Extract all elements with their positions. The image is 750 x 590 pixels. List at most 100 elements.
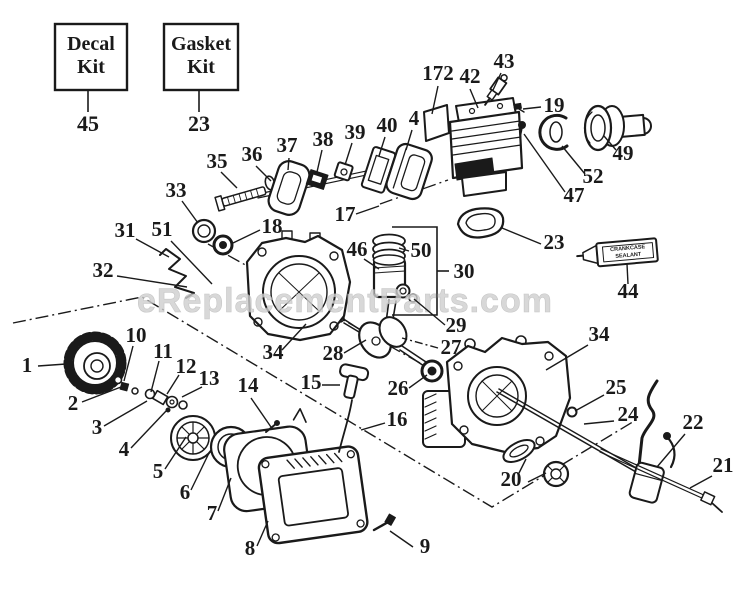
flywheel: [63, 331, 127, 395]
leader-line-3: [103, 400, 148, 427]
leader-line-4: [130, 409, 168, 449]
leader-line-5: [164, 436, 187, 470]
seal-grommet: [212, 234, 234, 256]
part-label-30: 30: [454, 259, 475, 283]
part-label-2: 2: [68, 391, 79, 415]
part-label-16: 16: [387, 407, 408, 431]
part-label-29: 29: [446, 313, 467, 337]
leader-line-19: [522, 106, 542, 110]
leader-line-18: [232, 229, 261, 244]
part-label-6: 6: [180, 480, 191, 504]
leader-line-50: [398, 247, 410, 252]
cylinder-axis-line: [379, 179, 449, 205]
leader-line-38: [316, 149, 323, 173]
part-label-39: 39: [345, 120, 366, 144]
spark-plug: [484, 74, 508, 106]
part-label-31: 31: [115, 218, 136, 242]
leader-line-32: [116, 275, 188, 288]
oiler-cap: [542, 460, 570, 488]
retaining-ring: [538, 113, 569, 151]
decal-kit-box: [53, 22, 129, 92]
leader-line-37: [287, 157, 290, 171]
leader-line-29: [413, 298, 446, 326]
construction-lines: [12, 179, 637, 508]
leader-line-20: [527, 472, 547, 483]
part-label-38: 38: [313, 127, 334, 151]
shroud-gasket-zigzag: [159, 248, 195, 299]
shaft-clip: [305, 169, 329, 190]
part-label-46: 46: [347, 237, 368, 261]
leader-line-34: [281, 323, 307, 351]
leader-line-46: [363, 258, 380, 270]
part-label-34: 34: [263, 340, 285, 364]
leader-line-8: [256, 520, 269, 547]
part-label-22: 22: [683, 410, 704, 434]
flywheel-fasteners: [113, 375, 188, 413]
leader-line-10: [123, 345, 134, 382]
part-label-36: 36: [242, 142, 263, 166]
part-label-40: 40: [377, 113, 398, 137]
cylinder: [448, 97, 524, 197]
small-screw: [513, 102, 525, 113]
oil-pickup-hose: [628, 379, 676, 504]
part-label-4: 4: [119, 437, 130, 461]
part-label-50: 50: [411, 238, 432, 262]
part-label-52: 52: [583, 164, 604, 188]
leader-line-172: [431, 85, 439, 115]
part-label-18: 18: [262, 214, 283, 238]
leader-line-34: [545, 344, 589, 371]
gasket-kit-number: 23: [188, 111, 210, 136]
starter-cover: [257, 445, 369, 545]
gasket-kit-box: [162, 22, 240, 92]
wrist-pin-clip: [408, 293, 418, 303]
part-label-24: 24: [618, 402, 640, 426]
leader-line-26: [408, 374, 428, 389]
part-label-47: 47: [564, 183, 585, 207]
crank-axis-line: [207, 243, 437, 373]
leader-line-33: [181, 200, 199, 224]
leader-line-1: [37, 363, 67, 367]
o-ring: [191, 218, 217, 244]
part-label-49: 49: [613, 141, 634, 165]
leader-line-51: [170, 240, 213, 285]
decal-kit-number: 45: [77, 111, 99, 136]
leader-line-16: [360, 422, 386, 431]
leader-line-25: [574, 394, 605, 412]
leader-line-47: [523, 133, 566, 193]
leader-line-40: [378, 136, 386, 157]
leader-lines: [37, 72, 713, 548]
part-label-1: 1: [22, 353, 33, 377]
leader-line-9: [389, 530, 414, 548]
sealant-tube-text-line2: SEALANT: [615, 252, 642, 260]
leader-line-11: [150, 360, 160, 393]
crank-bearing: [420, 359, 444, 383]
part-label-23: 23: [544, 230, 565, 254]
leader-line-52: [561, 145, 586, 175]
muffler: [385, 142, 433, 201]
leader-line-28: [343, 339, 367, 354]
part-label-10: 10: [126, 323, 147, 347]
leader-line-31: [135, 238, 170, 258]
part-label-35: 35: [207, 149, 228, 173]
leader-line-42: [469, 88, 479, 109]
part-label-26: 26: [388, 376, 409, 400]
part-label-28: 28: [323, 341, 344, 365]
leader-line-44: [626, 263, 629, 285]
leader-line-35: [220, 171, 238, 189]
leader-line-6: [190, 452, 210, 491]
part-label-17: 17: [335, 202, 356, 226]
part-label-8: 8: [245, 536, 256, 560]
part-label-44: 44: [618, 279, 640, 303]
watermark: eReplacementParts.com: [137, 282, 553, 321]
part-label-4: 4: [409, 106, 420, 130]
watermark-text: eReplacementParts.com: [137, 282, 553, 320]
ground-plane-outline: [12, 296, 637, 508]
